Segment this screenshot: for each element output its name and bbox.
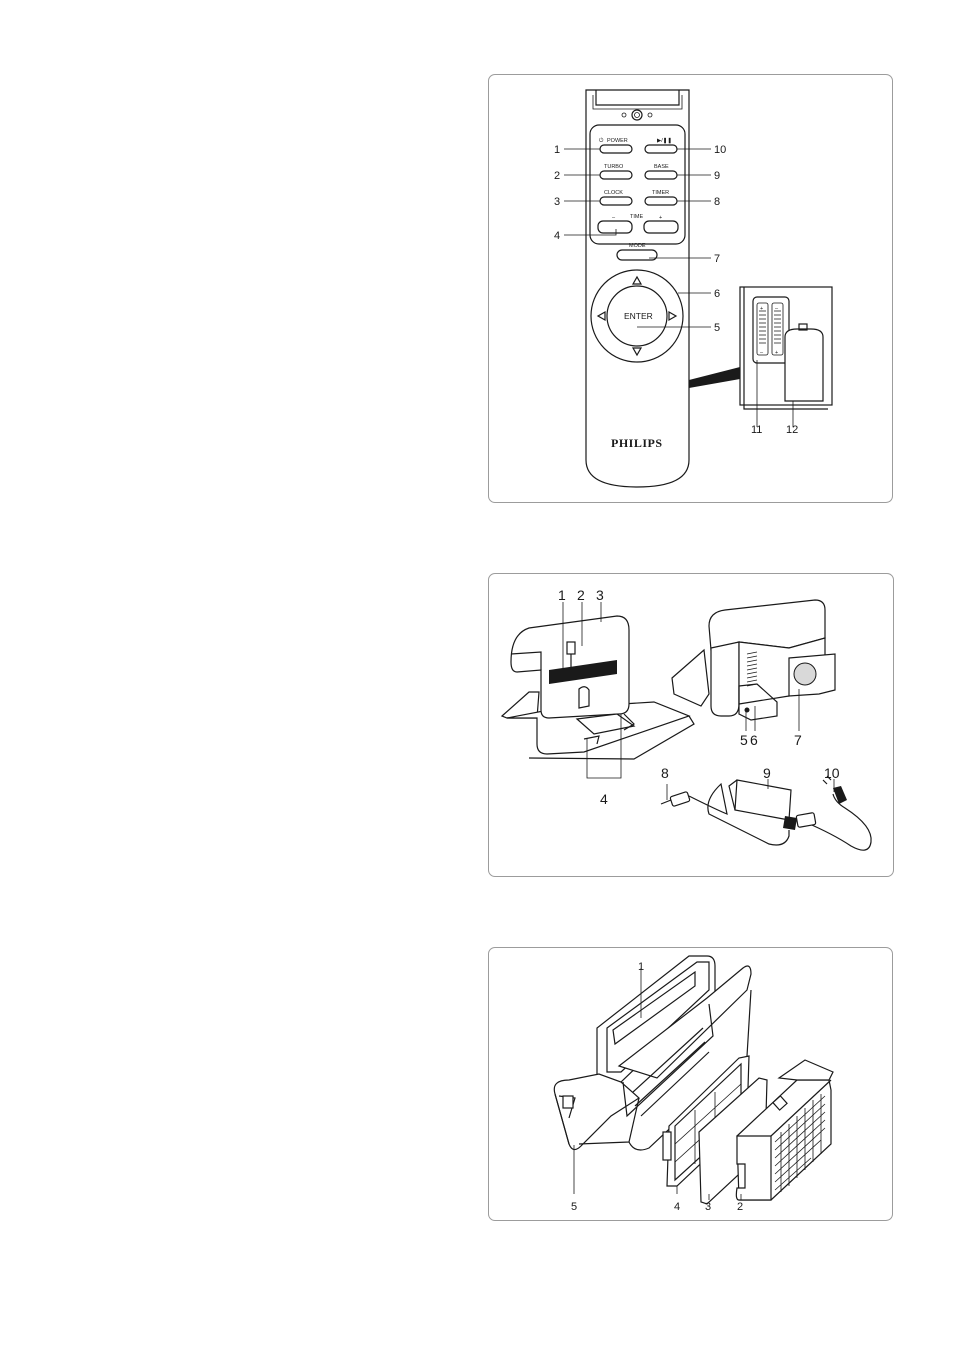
remote-callout-10: 10 — [714, 144, 726, 156]
clock-button[interactable] — [600, 197, 632, 205]
remote-control-figure: ⏻ POWER ▶/❚❚ TURBO BASE CLOCK TIMER TIME… — [488, 74, 893, 503]
power-adapter-and-cords — [661, 776, 871, 850]
filter-callout-2: 2 — [737, 1201, 743, 1213]
battery-plus-sign-bottom: + — [775, 350, 778, 356]
turbo-label: TURBO — [604, 164, 624, 170]
battery-cover — [785, 329, 823, 401]
base-callout-3: 3 — [596, 587, 604, 603]
remote-callout-7: 7 — [714, 253, 720, 265]
plus-label: + — [659, 215, 662, 221]
filter-unit-figure: 1 5 4 3 2 — [488, 947, 893, 1221]
base-button[interactable] — [645, 171, 677, 179]
base-callout-2: 2 — [577, 587, 585, 603]
base-callout-1: 1 — [558, 587, 566, 603]
remote-control-illustration: ⏻ POWER ▶/❚❚ TURBO BASE CLOCK TIMER TIME… — [489, 75, 894, 504]
remote-callout-2: 2 — [554, 170, 560, 182]
remote-callout-1: 1 — [554, 144, 560, 156]
mode-button[interactable] — [617, 250, 657, 260]
remote-callout-5: 5 — [714, 322, 720, 334]
remote-callout-9: 9 — [714, 170, 720, 182]
mode-label: MODE — [629, 243, 646, 249]
time-label: TIME — [630, 214, 643, 220]
power-button[interactable] — [600, 145, 632, 153]
docking-station-rear — [672, 600, 835, 720]
clock-label: CLOCK — [604, 190, 623, 196]
base-callout-4: 4 — [600, 791, 608, 807]
base-callout-5: 5 — [740, 732, 748, 748]
time-minus-button[interactable] — [598, 221, 632, 233]
play-pause-button[interactable] — [645, 145, 677, 153]
filter-unit-illustration: 1 5 4 3 2 — [489, 948, 894, 1222]
exhaust-filter — [736, 1060, 833, 1200]
battery-plus-sign: + — [760, 306, 763, 312]
turbo-button[interactable] — [600, 171, 632, 179]
remote-callout-11: 11 — [751, 424, 762, 436]
docking-station-front — [502, 616, 694, 759]
timer-label: TIMER — [652, 190, 669, 196]
power-icon: ⏻ — [599, 137, 604, 144]
base-label: BASE — [654, 164, 669, 170]
base-callout-8: 8 — [661, 765, 669, 781]
brand-logo-text: PHILIPS — [611, 436, 663, 450]
power-label: POWER — [607, 138, 628, 144]
timer-button[interactable] — [645, 197, 677, 205]
base-station-figure: 1 2 3 4 5 6 7 8 9 10 — [488, 573, 894, 877]
power-socket-icon — [745, 708, 750, 713]
base-callout-9: 9 — [763, 765, 771, 781]
base-callout-6: 6 — [750, 732, 758, 748]
play-pause-label: ▶/❚❚ — [657, 137, 672, 144]
remote-callout-8: 8 — [714, 196, 720, 208]
filter-callout-1: 1 — [638, 961, 644, 973]
filter-callout-4: 4 — [674, 1201, 680, 1213]
remote-callout-12: 12 — [786, 424, 798, 436]
remote-callout-6: 6 — [714, 288, 720, 300]
base-station-illustration: 1 2 3 4 5 6 7 8 9 10 — [489, 574, 895, 878]
remote-callout-4: 4 — [554, 230, 560, 242]
filter-callout-5: 5 — [571, 1201, 577, 1213]
battery-compartment-inset: + – – + — [740, 287, 832, 409]
base-callout-7: 7 — [794, 732, 802, 748]
remote-callout-3: 3 — [554, 196, 560, 208]
filter-callout-3: 3 — [705, 1201, 711, 1213]
base-callout-10: 10 — [824, 765, 840, 781]
enter-label: ENTER — [624, 311, 653, 321]
time-plus-button[interactable] — [644, 221, 678, 233]
